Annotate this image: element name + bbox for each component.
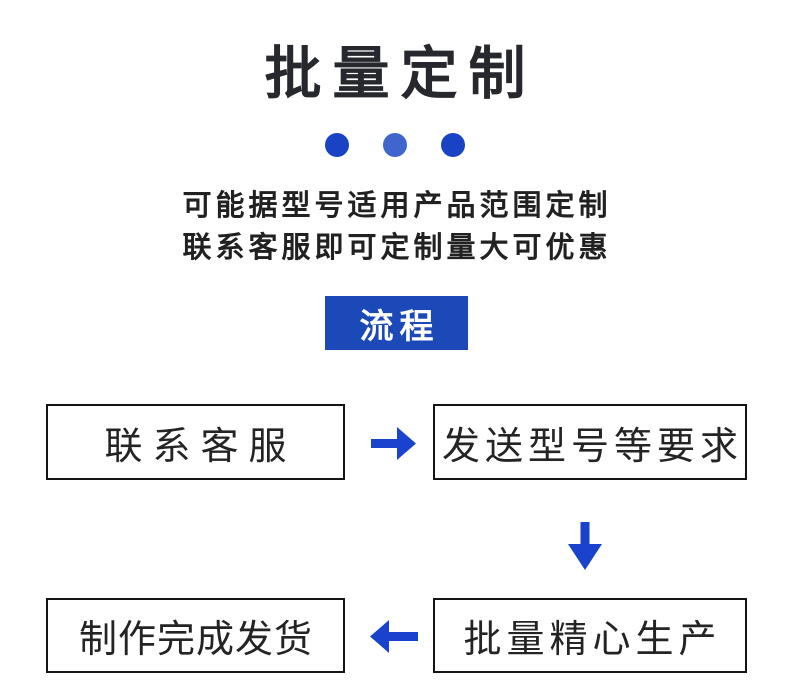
dot-icon xyxy=(383,133,407,157)
process-step-batch-production: 批量精心生产 xyxy=(433,598,747,673)
subtitle-line-2: 联系客服即可定制量大可优惠 xyxy=(182,232,612,264)
process-step-send-model-requirements: 发送型号等要求 xyxy=(433,404,747,480)
arrow-right-icon xyxy=(371,427,416,460)
subtitle-line-1: 可能据型号适用产品范围定制 xyxy=(182,190,612,222)
subtitle: 可能据型号适用产品范围定制 联系客服即可定制量大可优惠 xyxy=(0,185,790,269)
arrow-left-icon xyxy=(370,620,418,653)
process-step-contact-service: 联系客服 xyxy=(46,404,345,480)
title-divider-dots xyxy=(0,133,790,157)
process-step-finish-and-ship: 制作完成发货 xyxy=(46,598,345,673)
arrow-down-icon xyxy=(568,522,602,570)
process-section-label: 流程 xyxy=(325,296,468,350)
dot-icon xyxy=(325,133,349,157)
dot-icon xyxy=(441,133,465,157)
page-title: 批量定制 xyxy=(264,42,537,106)
